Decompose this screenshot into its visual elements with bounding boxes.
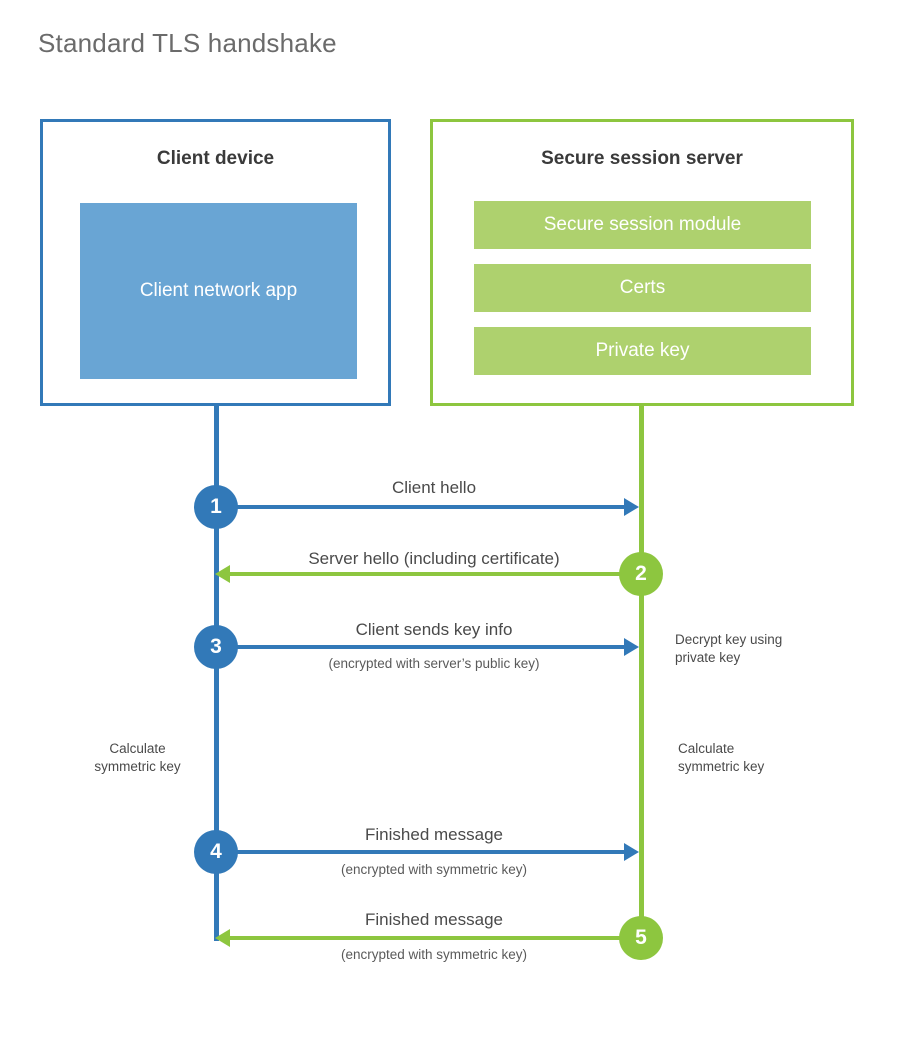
step-5-arrow-line [230, 936, 624, 940]
secure-session-server-box: Secure session server Secure session mod… [430, 119, 854, 406]
step-3-arrow-head-icon [624, 638, 639, 656]
step-2-circle[interactable]: 2 [619, 552, 663, 596]
step-1-circle[interactable]: 1 [194, 485, 238, 529]
client-device-box: Client device Client network app [40, 119, 391, 406]
step-4-sublabel: (encrypted with symmetric key) [340, 862, 528, 877]
annotation-decrypt-key: Decrypt key using private key [675, 632, 783, 666]
server-block-certs: Certs [474, 264, 811, 312]
step-3-circle[interactable]: 3 [194, 625, 238, 669]
step-4-arrow-line [216, 850, 624, 854]
step-3-sublabel: (encrypted with server’s public key) [328, 656, 540, 671]
step-5-sublabel: (encrypted with symmetric key) [340, 947, 528, 962]
annotation-server-calculate-symmetric-key: Calculate symmetric key [678, 741, 765, 775]
server-block-secure-session-module: Secure session module [474, 201, 811, 249]
step-4-arrow-head-icon [624, 843, 639, 861]
client-lifeline [214, 406, 219, 941]
step-3-label: Client sends key info [355, 620, 513, 639]
server-block-private-key: Private key [474, 327, 811, 375]
step-2-label: Server hello (including certificate) [308, 549, 560, 568]
annotation-client-calculate-symmetric-key: Calculate symmetric key [94, 741, 181, 775]
step-1-arrow-line [216, 505, 624, 509]
page-title: Standard TLS handshake [38, 28, 337, 58]
step-4-label: Finished message [365, 825, 503, 844]
step-1-label: Client hello [391, 478, 477, 497]
step-5-circle[interactable]: 5 [619, 916, 663, 960]
step-2-arrow-head-icon [215, 565, 230, 583]
step-2-arrow-line [230, 572, 624, 576]
client-network-app-block: Client network app [80, 203, 357, 379]
step-3-arrow-line [216, 645, 624, 649]
server-lifeline [639, 406, 644, 941]
secure-session-server-title: Secure session server [541, 148, 743, 169]
step-5-arrow-head-icon [215, 929, 230, 947]
step-1-arrow-head-icon [624, 498, 639, 516]
step-5-label: Finished message [365, 910, 503, 929]
client-device-title: Client device [156, 148, 275, 169]
step-4-circle[interactable]: 4 [194, 830, 238, 874]
